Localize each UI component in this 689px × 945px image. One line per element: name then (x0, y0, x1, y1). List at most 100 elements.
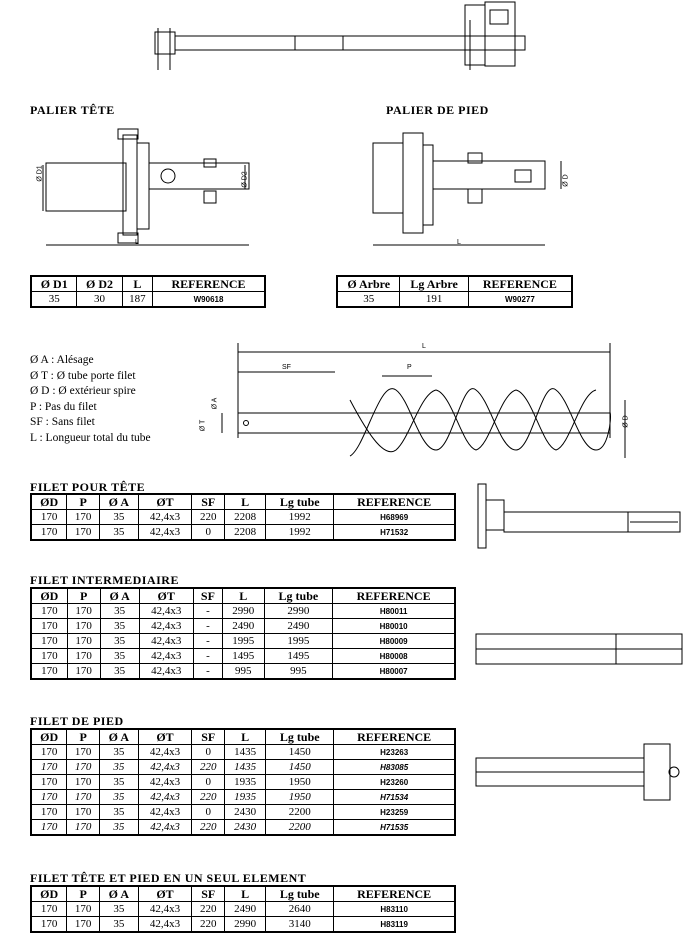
cell: 170 (66, 789, 101, 805)
cell: - (192, 663, 224, 680)
cell: H68969 (333, 509, 456, 525)
cell: 191 (399, 291, 469, 308)
cell: - (192, 648, 224, 664)
cell: 35 (99, 633, 140, 649)
dim-l-label-pied: L (457, 239, 461, 246)
col-header: ØD (30, 587, 68, 604)
cell: 2990 (263, 603, 334, 619)
col-header: P (66, 885, 101, 902)
cell: 170 (66, 744, 101, 760)
cell: H71534 (333, 789, 456, 805)
col-header: ØD (30, 885, 68, 902)
cell: 2990 (224, 916, 267, 933)
cell: H80011 (332, 603, 456, 619)
cell: 170 (66, 618, 101, 634)
cell: 187 (121, 291, 154, 308)
col-header: Ø D2 (76, 275, 123, 292)
cell: 170 (30, 819, 68, 836)
cell: 35 (336, 291, 401, 308)
cell: H80007 (332, 663, 456, 680)
cell: 42,4x3 (137, 774, 193, 790)
cell: 42,4x3 (137, 819, 193, 836)
col-header: REFERENCE (467, 275, 573, 292)
dim-d1-label: Ø D1 (36, 165, 44, 182)
cell: H23263 (333, 744, 456, 760)
cell: 2208 (224, 524, 267, 541)
cell: 220 (191, 789, 226, 805)
cell: 42,4x3 (138, 633, 194, 649)
cell: 42,4x3 (137, 916, 193, 933)
cell: 170 (66, 901, 101, 917)
filet-pied-heading: FILET DE PIED (30, 714, 124, 728)
cell: 220 (191, 819, 226, 836)
cell: 35 (99, 774, 139, 790)
cell: H83085 (333, 759, 456, 775)
cell: 170 (66, 509, 101, 525)
legend-item: Ø T : Ø tube porte filet (30, 369, 136, 382)
cell: 995 (263, 663, 334, 680)
cell: 2208 (224, 509, 267, 525)
col-header: Ø D1 (30, 275, 78, 292)
cell: H80009 (332, 633, 456, 649)
col-header: Lg Arbre (399, 275, 469, 292)
cell: 220 (191, 916, 226, 933)
col-header: REFERENCE (332, 587, 456, 604)
cell: 2640 (265, 901, 335, 917)
cell: 35 (99, 804, 139, 820)
table-header-row: Ø D1 Ø D2 L REFERENCE (30, 275, 266, 292)
filet-tete-heading: FILET POUR TÊTE (30, 480, 146, 494)
cell: 170 (66, 524, 101, 541)
col-header: L (224, 493, 267, 510)
cell: 35 (99, 603, 140, 619)
col-header: P (66, 587, 101, 604)
cell: 42,4x3 (137, 759, 193, 775)
cell: 170 (30, 759, 68, 775)
col-header: SF (191, 728, 226, 745)
cell: 2200 (265, 804, 335, 820)
cell: 35 (99, 916, 139, 933)
legend-item: P : Pas du filet (30, 400, 97, 413)
filet-seul-heading: FILET TÊTE ET PIED EN UN SEUL ELEMENT (30, 871, 307, 885)
cell: 170 (30, 789, 68, 805)
cell: 170 (66, 648, 101, 664)
cell: 35 (99, 789, 139, 805)
cell: 1450 (265, 759, 335, 775)
cell: H23259 (333, 804, 456, 820)
auger-screw-drawing (221, 343, 626, 458)
col-header: L (224, 885, 267, 902)
cell: 170 (66, 804, 101, 820)
col-header: Ø A (99, 885, 139, 902)
cell: H71532 (333, 524, 456, 541)
cell: 1495 (222, 648, 265, 664)
cell: 220 (191, 759, 226, 775)
col-header: ØD (30, 493, 68, 510)
cell: 0 (191, 524, 226, 541)
filet-inter-drawing (475, 633, 683, 665)
cell: 0 (191, 744, 226, 760)
cell: H80010 (332, 618, 456, 634)
col-header: P (66, 728, 101, 745)
dim-d-label: Ø D (562, 174, 570, 187)
cell: 170 (30, 901, 68, 917)
cell: 35 (99, 744, 139, 760)
cell: 0 (191, 774, 226, 790)
cell: 170 (66, 663, 101, 680)
col-header: Lg tube (265, 493, 335, 510)
cell: 2430 (224, 819, 267, 836)
dim-t-label: Ø T (199, 419, 207, 432)
cell: 220 (191, 509, 226, 525)
cell: 1495 (263, 648, 334, 664)
cell: 1435 (224, 759, 267, 775)
col-header: Lg tube (265, 728, 335, 745)
col-header: Lg tube (265, 885, 335, 902)
palier-pied-heading: PALIER DE PIED (386, 103, 489, 117)
